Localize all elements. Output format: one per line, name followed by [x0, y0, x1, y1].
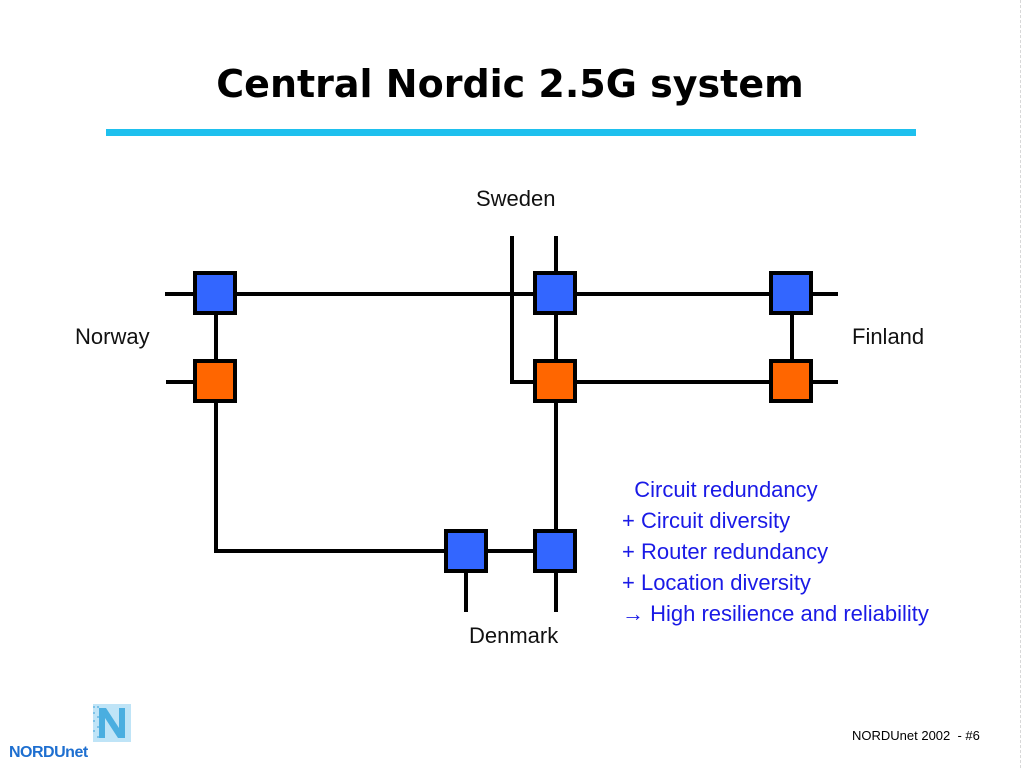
- node-denmark-blue-left: [444, 529, 488, 573]
- link-norway-denmark: [214, 382, 556, 553]
- note-item: + Router redundancy: [622, 539, 829, 564]
- node-finland-blue: [769, 271, 813, 315]
- title-underline: [106, 129, 916, 136]
- logo-text: NORDUnet: [9, 744, 88, 761]
- note-item: + Location diversity: [622, 570, 811, 595]
- note-item: → High resilience and reliability: [622, 601, 929, 626]
- label-finland: Finland: [852, 324, 925, 349]
- label-sweden: Sweden: [476, 186, 556, 211]
- node-denmark-blue-right: [533, 529, 577, 573]
- logo-mark-icon: [93, 704, 131, 742]
- slide-title: Central Nordic 2.5G system: [216, 62, 804, 106]
- node-sweden-orange: [533, 359, 577, 403]
- note-item: Circuit redundancy: [622, 477, 818, 502]
- page-edge: [1020, 0, 1021, 768]
- node-norway-blue: [193, 271, 237, 315]
- nordunet-logo: NORDUnet: [9, 700, 133, 762]
- node-norway-orange: [193, 359, 237, 403]
- node-sweden-blue: [533, 271, 577, 315]
- label-norway: Norway: [75, 324, 150, 349]
- slide-footer: NORDUnet 2002 - #6: [852, 728, 980, 743]
- resilience-notes: Circuit redundancy + Circuit diversity +…: [622, 474, 929, 629]
- note-item: + Circuit diversity: [622, 508, 791, 533]
- node-finland-orange: [769, 359, 813, 403]
- label-denmark: Denmark: [469, 623, 559, 648]
